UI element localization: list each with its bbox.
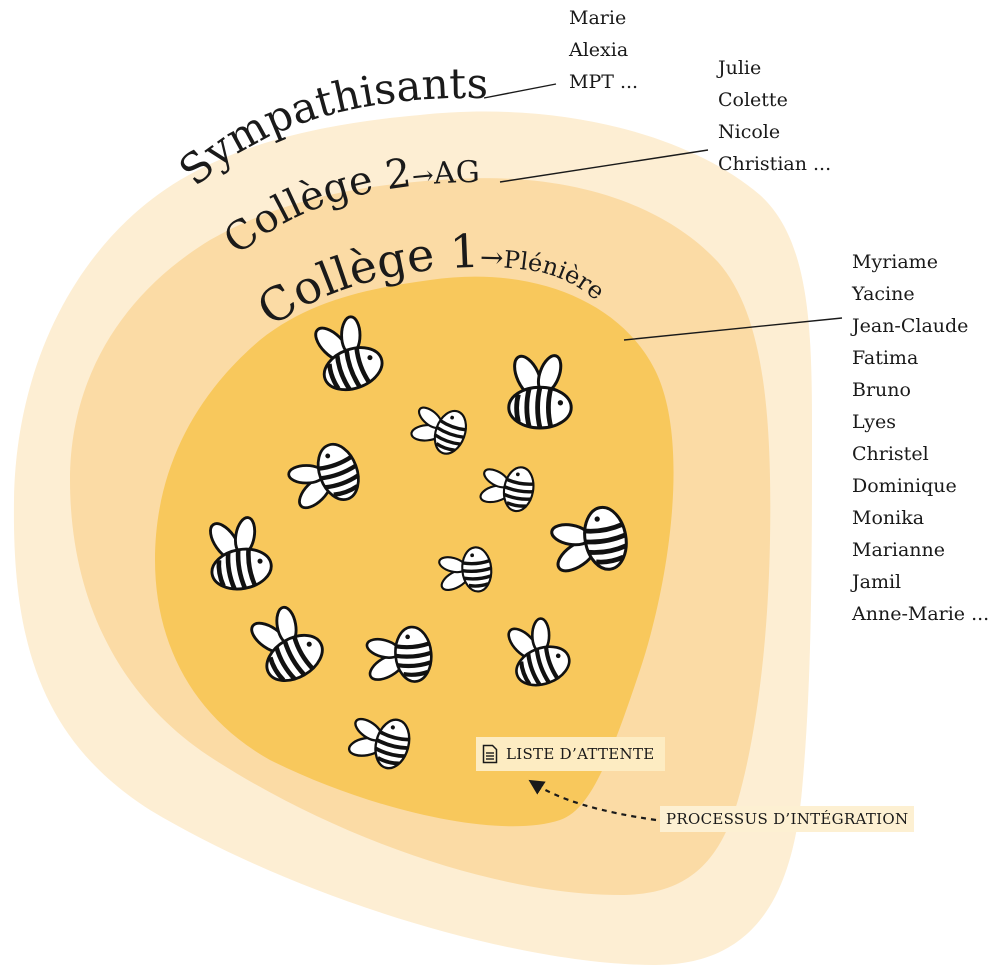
member-name: MPT ...: [569, 71, 639, 93]
integration-arrow: [528, 779, 657, 822]
member-name: Christel: [852, 443, 929, 465]
member-name: Jamil: [852, 571, 902, 593]
connector-college-2: [499, 149, 709, 183]
member-name: Julie: [718, 57, 762, 79]
integration-process-label: PROCESSUS D’INTÉGRATION: [660, 806, 915, 832]
college-2-arrow: →: [411, 161, 436, 193]
member-name: Colette: [718, 89, 788, 111]
connector-sympathisants: [483, 83, 557, 99]
member-name: Marianne: [852, 539, 945, 561]
member-name: Yacine: [852, 283, 915, 305]
member-name: Myriame: [852, 251, 938, 273]
member-name: Anne-Marie ...: [852, 603, 990, 625]
member-name: Alexia: [569, 39, 629, 61]
member-name: Monika: [852, 507, 925, 529]
member-name: Jean-Claude: [852, 315, 969, 337]
member-name: Christian ...: [718, 153, 832, 175]
member-name: Marie: [569, 7, 627, 29]
connector-college-1: [623, 317, 843, 341]
document-icon: [482, 744, 498, 764]
college-2-target: AG: [432, 155, 480, 192]
member-name: Dominique: [852, 475, 957, 497]
integration-process-text: PROCESSUS D’INTÉGRATION: [666, 810, 909, 828]
waiting-list-label: LISTE D’ATTENTE: [476, 737, 665, 771]
member-name: Bruno: [852, 379, 911, 401]
member-name: Fatima: [852, 347, 919, 369]
college-1-arrow: →: [480, 241, 504, 275]
waiting-list-text: LISTE D’ATTENTE: [506, 745, 655, 763]
member-name: Nicole: [718, 121, 781, 143]
member-name: Lyes: [852, 411, 897, 433]
